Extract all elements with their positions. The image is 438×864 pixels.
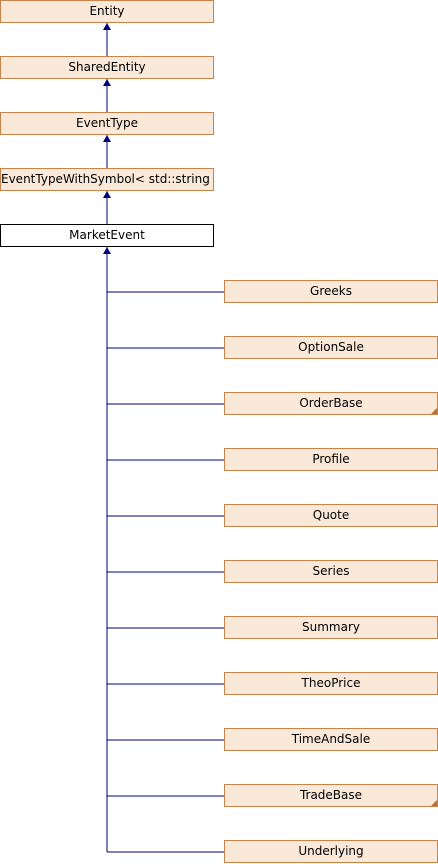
arrowhead-sharedentity <box>103 79 111 86</box>
class-node-label: TradeBase <box>299 788 363 802</box>
class-node-label: Quote <box>312 508 350 522</box>
class-node-greeks[interactable]: Greeks <box>224 280 438 303</box>
class-node-label: OrderBase <box>299 396 363 410</box>
class-node-label: EventType <box>76 116 138 130</box>
class-node-entity[interactable]: Entity <box>0 0 214 23</box>
more-subclasses-corner-icon <box>431 408 437 414</box>
class-node-label: Greeks <box>310 284 352 298</box>
class-node-theoprice[interactable]: TheoPrice <box>224 672 438 695</box>
arrowhead-entity <box>103 23 111 30</box>
class-node-label: Profile <box>312 452 350 466</box>
class-node-label: Series <box>312 564 350 578</box>
class-node-tradebase[interactable]: TradeBase <box>224 784 438 807</box>
class-node-label: MarketEvent <box>69 228 145 242</box>
class-node-label: Summary <box>302 620 360 634</box>
class-node-marketevent-current: MarketEvent <box>0 224 214 247</box>
arrowhead-withsymbol <box>103 191 111 198</box>
class-node-label: TheoPrice <box>301 676 361 690</box>
class-node-timeandsale[interactable]: TimeAndSale <box>224 728 438 751</box>
class-node-orderbase[interactable]: OrderBase <box>224 392 438 415</box>
class-node-label: OptionSale <box>298 340 364 354</box>
class-node-sharedentity[interactable]: SharedEntity <box>0 56 214 79</box>
class-node-label: Entity <box>89 4 125 18</box>
class-node-underlying[interactable]: Underlying <box>224 840 438 863</box>
class-node-quote[interactable]: Quote <box>224 504 438 527</box>
class-node-label: EventTypeWithSymbol< std::string > <box>1 172 214 186</box>
arrowhead-marketevent <box>103 247 111 254</box>
class-node-optionsale[interactable]: OptionSale <box>224 336 438 359</box>
class-node-eventtypewithsymbol[interactable]: EventTypeWithSymbol< std::string > <box>0 168 214 191</box>
class-node-label: Underlying <box>298 844 364 858</box>
more-subclasses-corner-icon <box>431 800 437 806</box>
class-node-label: SharedEntity <box>68 60 146 74</box>
class-node-label: TimeAndSale <box>291 732 371 746</box>
class-node-eventtype[interactable]: EventType <box>0 112 214 135</box>
class-node-summary[interactable]: Summary <box>224 616 438 639</box>
class-node-series[interactable]: Series <box>224 560 438 583</box>
class-node-profile[interactable]: Profile <box>224 448 438 471</box>
arrowhead-eventtype <box>103 135 111 142</box>
